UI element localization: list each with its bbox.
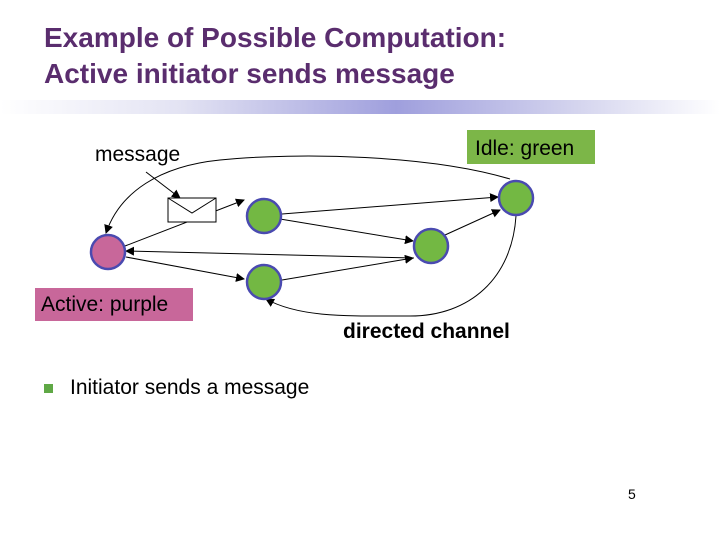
bullet-item: Initiator sends a message [44,376,309,400]
title-line-2: Active initiator sends message [44,58,455,89]
edge-initiator-to-upper-middle [124,198,245,247]
edge-far-right-to-initiator [104,155,511,234]
legend-idle: Idle: green [467,130,595,164]
message-label: message [95,143,181,166]
edge-upper-middle-to-far-right [281,193,499,215]
envelope-icon [167,197,217,223]
node-far-right [497,179,535,217]
title-underline-bar [0,100,720,114]
directed-channel-label: directed channel [343,320,510,343]
edge-lower-middle-to-right-center [281,254,414,281]
bullet-text: Initiator sends a message [70,376,310,399]
edge-far-right-to-lower-middle [265,215,517,317]
edge-right-center-to-initiator [125,246,415,259]
edge-right-center-to-far-right [444,209,501,236]
node-lower-middle [245,263,283,301]
node-right-center [412,227,450,265]
message-pointer-line [145,171,181,199]
page-number: 5 [628,486,636,502]
edge-upper-middle-to-right-center [279,218,414,245]
legend-active: Active: purple [35,288,193,321]
node-upper-middle [245,197,283,235]
slide-title: Example of Possible Computation: Active … [44,20,506,92]
title-line-1: Example of Possible Computation: [44,22,507,53]
bullet-square-icon [44,383,53,393]
edge-initiator-to-lower-middle [125,256,245,282]
node-initiator [89,233,127,271]
